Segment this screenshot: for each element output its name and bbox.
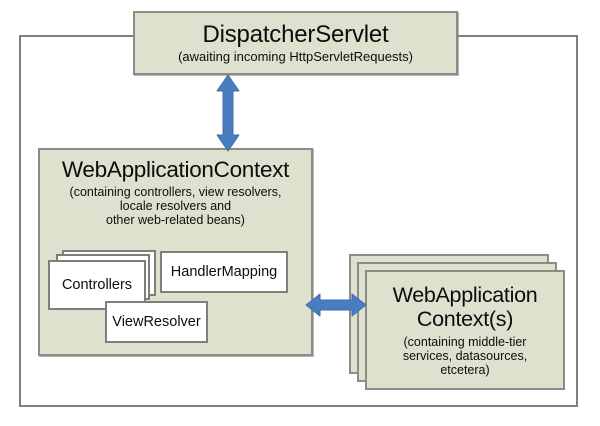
double-headed-arrow-vertical-icon xyxy=(206,74,250,152)
web-application-context-title: WebApplicationContext xyxy=(61,157,290,182)
web-application-context-subtitle-line-3: other web-related beans) xyxy=(106,213,245,228)
web-application-context-subtitle: (containing controllers, view resolvers,… xyxy=(40,185,311,227)
root-context-subtitle-line-3: etcetera) xyxy=(440,363,490,378)
root-context-title-line-1: WebApplication xyxy=(392,282,538,307)
view-resolver-label: ViewResolver xyxy=(112,313,201,330)
node-root-web-application-context[interactable]: WebApplication Context(s) (containing mi… xyxy=(365,270,565,390)
handler-mapping-label: HandlerMapping xyxy=(170,263,278,280)
node-controllers-stack[interactable]: Controllers xyxy=(48,250,156,310)
node-handler-mapping[interactable]: HandlerMapping xyxy=(160,251,288,293)
double-headed-arrow-horizontal-icon xyxy=(305,286,367,324)
web-application-context-subtitle-line-1: (containing controllers, view resolvers, xyxy=(69,185,282,200)
node-root-web-application-contexts-stack[interactable]: WebApplication Context(s) (containing mi… xyxy=(349,254,569,394)
root-context-subtitle-line-1: (containing middle-tier xyxy=(403,335,527,350)
root-context-title: WebApplication Context(s) xyxy=(393,283,538,332)
controllers-label: Controllers xyxy=(61,276,133,293)
root-context-subtitle: (containing middle-tier services, dataso… xyxy=(403,335,527,377)
root-context-title-line-2: Context(s) xyxy=(416,307,514,331)
web-application-context-subtitle-line-2: locale resolvers and xyxy=(119,199,232,214)
dispatcher-servlet-subtitle: (awaiting incoming HttpServletRequests) xyxy=(178,48,413,64)
root-context-subtitle-line-2: services, datasources, xyxy=(402,349,528,364)
dispatcher-servlet-title: DispatcherServlet xyxy=(202,20,389,48)
node-view-resolver[interactable]: ViewResolver xyxy=(105,301,208,343)
node-dispatcher-servlet[interactable]: DispatcherServlet (awaiting incoming Htt… xyxy=(133,11,458,75)
